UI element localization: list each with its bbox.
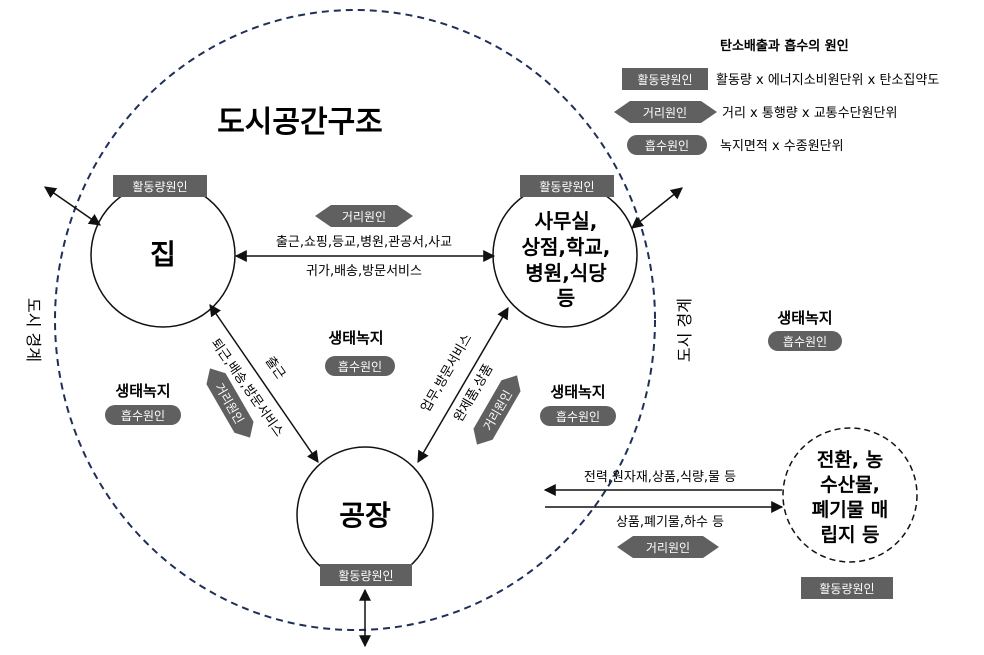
green-zone-left-badge-label: 흡수원인 [121, 409, 165, 423]
rural-activity-badge-label: 활동량원인 [819, 582, 874, 596]
boundary-arrow-home [44, 186, 101, 226]
green-zone-outside-badge [768, 331, 842, 351]
boundary-label-left: 도시 경계 [24, 298, 43, 362]
node-rural: 전환, 농 수산물, 폐기물 매 립지 등 활동량원인 [782, 427, 918, 599]
rural-distance-badge-label: 거리원인 [646, 541, 690, 555]
home-office-distance-badge [315, 205, 413, 227]
link-home-office: 거리원인 출근,쇼핑,등교,병원,관공서,사교 귀가,배송,방문서비스 [234, 205, 496, 279]
green-zone-outside-label: 생태녹지 [777, 309, 832, 327]
legend-absorption-badge [627, 135, 707, 155]
node-office: 활동량원인 사무실, 상점,학교, 병원,식당 등 [492, 175, 638, 328]
rural-outflow-label: 상품,폐기물,하수 등 [616, 515, 724, 530]
link-home-factory: 출근 퇴근,배송,방문서비스 거리원인 [206, 304, 319, 463]
legend-activity-badge-label: 활동량원인 [637, 73, 692, 87]
green-zone-center-badge [325, 356, 395, 376]
legend-row-absorption: 흡수원인 녹지면적 x 수종원단위 [627, 135, 844, 155]
office-factory-arrow [417, 306, 509, 464]
office-factory-distance-badge [473, 375, 521, 445]
office-label-line-1: 사무실, [535, 209, 598, 233]
link-factory-rural: 전력,원자재,상품,식량,물 등 상품,폐기물,하수 등 거리원인 [543, 470, 784, 558]
home-factory-arrow [209, 304, 319, 463]
home-activity-badge [113, 175, 207, 197]
home-factory-label-a: 출근 [262, 354, 288, 382]
legend-distance-badge-label: 거리원인 [643, 106, 687, 120]
green-zone-left: 생태녹지 흡수원인 [105, 382, 181, 425]
legend-activity-badge [622, 68, 708, 90]
rural-circle [782, 427, 918, 563]
legend-absorption-formula: 녹지면적 x 수종원단위 [720, 139, 844, 154]
rural-label-line-3: 폐기물 매 [812, 499, 889, 521]
office-activity-badge-label: 활동량원인 [539, 180, 594, 194]
green-zone-center-label: 생태녹지 [328, 329, 383, 347]
node-home: 활동량원인 집 [90, 175, 236, 328]
green-zone-right-badge [540, 406, 616, 426]
legend-activity-formula: 활동량 x 에너지소비원단위 x 탄소집약도 [716, 73, 939, 88]
office-label-line-2: 상점,학교, [522, 235, 611, 259]
rural-label-line-1: 전환, 농 [817, 449, 883, 471]
green-zone-outside: 생태녹지 흡수원인 [768, 309, 842, 351]
rural-label-line-4: 립지 등 [820, 524, 879, 546]
green-zone-right-badge-label: 흡수원인 [556, 410, 600, 424]
green-zone-left-badge [105, 405, 181, 425]
boundary-arrow-office [631, 187, 683, 229]
legend-title: 탄소배출과 흡수의 원인 [720, 38, 849, 54]
factory-activity-badge [320, 564, 412, 586]
home-factory-distance-badge [206, 368, 254, 438]
legend-absorption-badge-label: 흡수원인 [645, 139, 689, 153]
rural-label-line-2: 수산물, [820, 474, 880, 496]
green-zone-left-label: 생태녹지 [115, 382, 170, 400]
home-label: 집 [150, 238, 176, 271]
green-zone-outside-badge-label: 흡수원인 [783, 335, 827, 349]
legend-row-distance: 거리원인 거리 x 통행량 x 교통수단원단위 [614, 101, 897, 123]
home-office-return-label: 귀가,배송,방문서비스 [306, 264, 422, 279]
office-label-line-4: 등 [557, 286, 575, 310]
legend-row-activity: 활동량원인 활동량 x 에너지소비원단위 x 탄소집약도 [622, 68, 939, 90]
factory-label: 공장 [339, 499, 391, 532]
legend-distance-formula: 거리 x 통행량 x 교통수단원단위 [722, 105, 897, 121]
home-office-outbound-label: 출근,쇼핑,등교,병원,관공서,사교 [276, 235, 452, 250]
factory-activity-badge-label: 활동량원인 [338, 569, 393, 583]
home-activity-badge-label: 활동량원인 [132, 180, 187, 194]
boundary-label-right: 도시 경계 [675, 298, 694, 362]
green-zone-right: 생태녹지 흡수원인 [540, 383, 616, 426]
rural-activity-badge [801, 577, 893, 599]
office-activity-badge [520, 175, 614, 197]
legend: 탄소배출과 흡수의 원인 활동량원인 활동량 x 에너지소비원단위 x 탄소집약… [614, 38, 939, 155]
diagram-title: 도시공간구조 [217, 105, 383, 140]
green-zone-center: 생태녹지 흡수원인 [325, 329, 395, 376]
city-boundary [54, 9, 656, 631]
office-label-line-3: 병원,식당 [525, 261, 607, 285]
home-office-distance-badge-label: 거리원인 [342, 210, 386, 224]
green-zone-center-badge-label: 흡수원인 [338, 360, 382, 374]
rural-distance-badge [617, 536, 719, 558]
legend-distance-badge [614, 101, 717, 123]
link-office-factory: 업무,방문서비스 완제품,상품 거리원인 [417, 306, 521, 464]
node-factory: 공장 활동량원인 [296, 446, 434, 586]
green-zone-right-label: 생태녹지 [550, 383, 605, 401]
rural-inflow-label: 전력,원자재,상품,식량,물 등 [584, 470, 736, 485]
